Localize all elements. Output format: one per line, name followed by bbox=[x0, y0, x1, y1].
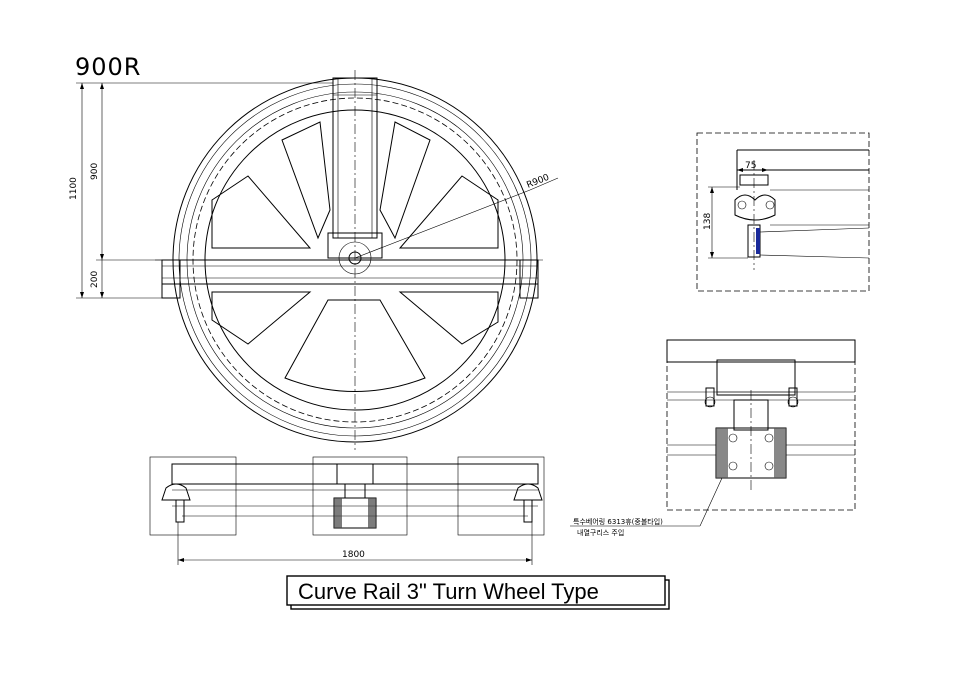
bottom-elevation-view: 1800 bbox=[149, 456, 545, 565]
bearing-note-2: 내열구리스 주입 bbox=[577, 528, 624, 537]
spoke-openings bbox=[211, 121, 499, 392]
dim-lower: 200 bbox=[90, 271, 100, 288]
title-block: Curve Rail 3" Turn Wheel Type bbox=[286, 575, 670, 610]
detail-dim-width: 75 bbox=[745, 161, 756, 171]
main-wheel-view: R900 1100 900 200 bbox=[69, 70, 559, 450]
dim-length: 1800 bbox=[342, 550, 365, 560]
drawing-title: Curve Rail 3" Turn Wheel Type bbox=[298, 579, 599, 604]
bearing-note-1: 특수베어링 6313휴(중볼타입) bbox=[573, 517, 663, 526]
dim-upper: 900 bbox=[90, 163, 100, 180]
detail-rail-section: 75 138 bbox=[696, 132, 870, 292]
detail-bearing-section: 특수베어링 6313휴(중볼타입) 내열구리스 주입 bbox=[570, 339, 856, 537]
dim-overall-height: 1100 bbox=[69, 177, 79, 200]
detail-dim-height: 138 bbox=[703, 213, 713, 230]
radius-callout: R900 bbox=[525, 173, 551, 191]
radius-label: 900R bbox=[75, 53, 141, 81]
